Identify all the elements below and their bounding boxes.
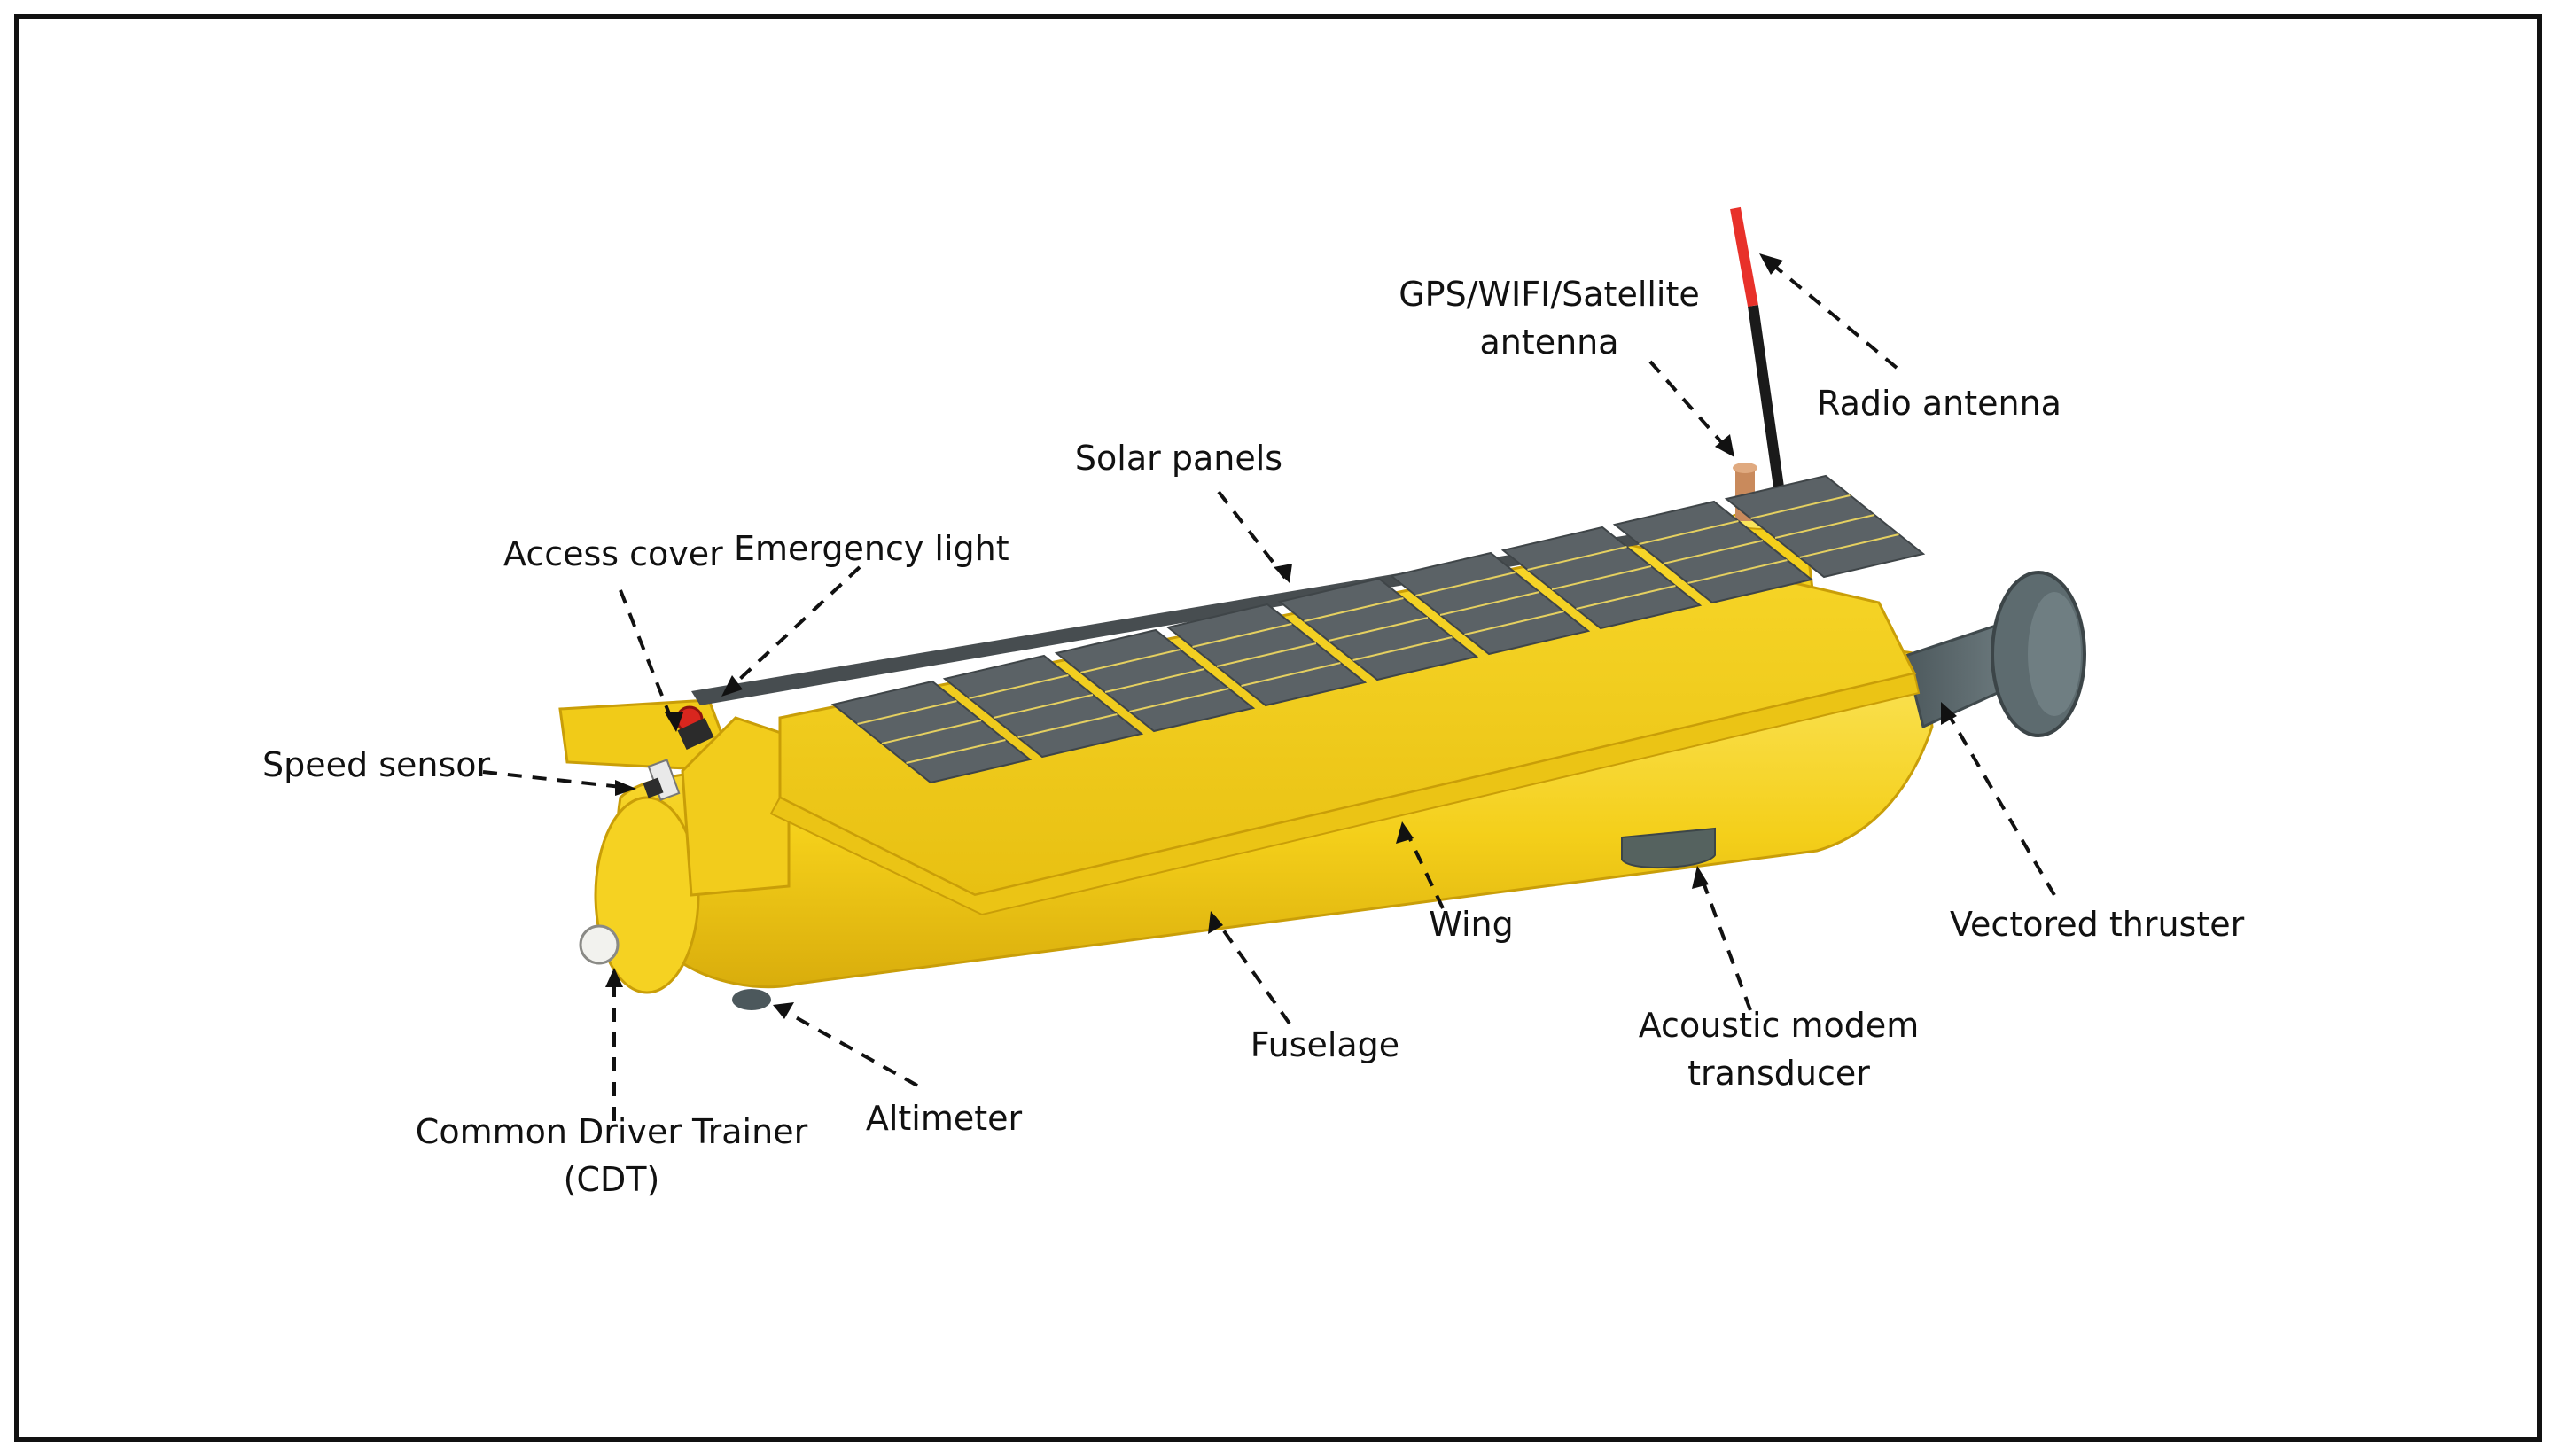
solar-panel-cell-line	[1017, 713, 1118, 738]
emergency-light-base	[677, 717, 714, 751]
label-gps-antenna: GPS/WIFI/Satellite antenna	[1399, 270, 1700, 366]
label-speed-sensor: Speed sensor	[262, 745, 491, 784]
solar-panel-cell-line	[1639, 520, 1739, 545]
label-access-cover: Access cover	[503, 534, 723, 573]
acoustic-modem-shape	[1621, 827, 1716, 869]
solar-panel-cell-line	[906, 739, 1006, 764]
radio-antenna-black	[1748, 305, 1788, 519]
solar-panel-cell-line	[969, 674, 1069, 699]
label-acoustic-modem: Acoustic modem transducer	[1633, 1001, 1925, 1097]
solar-panel-cell-line	[1750, 494, 1851, 519]
radio-antenna-red	[1730, 206, 1758, 308]
leader-lines	[482, 255, 2056, 1121]
solar-panel-cell-line	[993, 694, 1094, 719]
label-emergency-light: Emergency light	[734, 529, 1009, 568]
solar-panel-cell-line	[1080, 649, 1181, 673]
solar-panel-cell-line	[1551, 565, 1652, 590]
speed-sensor	[643, 777, 664, 798]
solar-panel-cell-line	[1192, 623, 1292, 648]
solar-panel-cell-line	[1527, 546, 1627, 571]
solar-panel-cell-line	[857, 700, 957, 725]
label-solar-panels: Solar panels	[1074, 439, 1283, 478]
label-wing: Wing	[1429, 905, 1514, 944]
thruster-ring-inner	[2028, 592, 2081, 716]
label-fuselage: Fuselage	[1250, 1025, 1400, 1064]
label-cdt-line2: (CDT)	[563, 1160, 660, 1199]
solar-panel-cell-line	[1352, 636, 1453, 661]
label-gps-antenna-line2: antenna	[1479, 323, 1619, 362]
altimeter-shape	[732, 989, 771, 1010]
solar-panel-array	[830, 474, 1926, 784]
label-gps-antenna-line1: GPS/WIFI/Satellite	[1399, 275, 1700, 314]
label-radio-antenna: Radio antenna	[1817, 384, 2061, 423]
label-cdt: Common Driver Trainer (CDT)	[412, 1108, 811, 1203]
solar-panel-cell-line	[1241, 662, 1341, 687]
cdt-port	[579, 924, 620, 965]
label-altimeter: Altimeter	[865, 1099, 1023, 1138]
label-cdt-line1: Common Driver Trainer	[415, 1112, 808, 1151]
label-acoustic-modem-line2: transducer	[1687, 1054, 1870, 1093]
label-vectored-thruster: Vectored thruster	[1950, 905, 2245, 944]
solar-panel-cell-line	[1216, 642, 1317, 667]
wing-front-edge	[769, 672, 1921, 916]
solar-panel-cell-line	[1687, 559, 1788, 584]
gps-antenna-cap	[1733, 463, 1757, 473]
solar-panel-cell-line	[1129, 688, 1229, 712]
solar-panel-cell-line	[1576, 585, 1676, 610]
solar-panel-cell-line	[1415, 572, 1516, 596]
solar-panel-cell-line	[1464, 611, 1564, 635]
solar-panel-cell-line	[1439, 591, 1540, 616]
nose-dome	[594, 796, 700, 994]
solar-panel-cell-line	[1774, 514, 1875, 539]
solar-panel-cell-line	[1104, 668, 1205, 693]
solar-panel-cell-line	[1663, 540, 1764, 564]
solar-panel-cell-line	[1304, 597, 1404, 622]
arrow-heads	[605, 253, 1957, 1019]
solar-panel-cell-line	[881, 720, 982, 744]
solar-panel-cell-line	[1799, 533, 1899, 558]
solar-panel-cell-line	[1328, 617, 1429, 642]
label-acoustic-modem-line1: Acoustic modem	[1638, 1006, 1920, 1045]
